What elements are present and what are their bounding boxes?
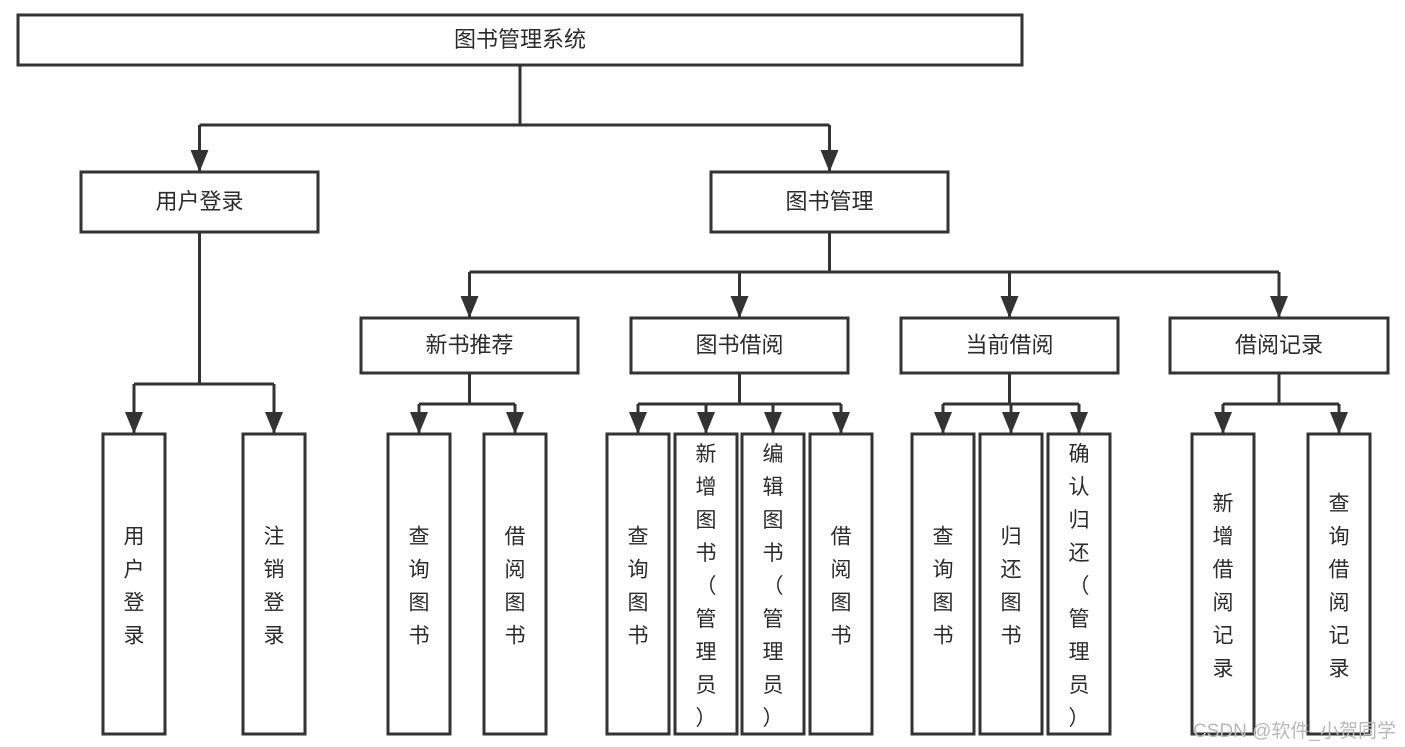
node-label-leaf-add-borrow-record: 新增借阅记录 (1213, 493, 1234, 681)
arrow-icon-leaf-add-book (697, 412, 715, 434)
node-label-new-book-recommend: 新书推荐 (425, 332, 513, 357)
node-box-new-book-recommend[interactable] (359, 316, 580, 375)
node-label-root: 图书管理系统 (454, 27, 586, 52)
node-root[interactable]: 图书管理系统 (16, 13, 1024, 67)
node-current-borrow[interactable]: 当前借阅 (899, 316, 1120, 375)
arrow-icon-new-book-recommend (460, 296, 479, 318)
node-leaf-logout[interactable]: 注销登录 (241, 432, 307, 736)
node-label-leaf-borrow-book: 借阅图书 (831, 526, 852, 648)
node-box-user-login[interactable] (79, 170, 320, 234)
node-box-borrow-record[interactable] (1168, 316, 1390, 375)
arrow-icon-leaf-query-book-new (410, 412, 428, 434)
node-box-book-borrow[interactable] (629, 316, 850, 375)
node-label-book-borrow: 图书借阅 (695, 332, 783, 357)
arrow-icon-leaf-query-book-current (934, 412, 952, 434)
node-leaf-query-book-borrow[interactable]: 查询图书 (605, 432, 671, 736)
node-borrow-record[interactable]: 借阅记录 (1168, 316, 1390, 375)
node-layer: 图书管理系统用户登录图书管理新书推荐图书借阅当前借阅借阅记录用户登录注销登录查询… (16, 13, 1390, 736)
node-leaf-return-book[interactable]: 归还图书 (978, 432, 1044, 736)
node-label-user-login: 用户登录 (155, 189, 243, 214)
arrow-icon-leaf-borrow-book-new (506, 412, 524, 434)
node-leaf-query-book-new[interactable]: 查询图书 (386, 432, 452, 736)
node-box-leaf-borrow-book[interactable] (808, 432, 874, 736)
node-book-borrow[interactable]: 图书借阅 (629, 316, 850, 375)
arrow-icon-book-management (820, 150, 839, 172)
arrow-icon-leaf-query-borrow-record (1330, 412, 1348, 434)
node-box-leaf-query-book-current[interactable] (910, 432, 976, 736)
node-label-book-management: 图书管理 (785, 189, 873, 214)
node-box-leaf-user-login[interactable] (101, 432, 167, 736)
node-label-leaf-borrow-book-new: 借阅图书 (505, 526, 526, 648)
arrow-icon-leaf-edit-book (764, 412, 782, 434)
node-box-leaf-query-book-borrow[interactable] (605, 432, 671, 736)
node-box-leaf-query-book-new[interactable] (386, 432, 452, 736)
arrow-icon-leaf-user-login (125, 412, 143, 434)
node-box-book-management[interactable] (709, 170, 950, 234)
node-label-leaf-return-book: 归还图书 (1001, 526, 1022, 648)
connector-layer (125, 65, 1348, 434)
node-box-leaf-borrow-book-new[interactable] (482, 432, 548, 736)
node-label-borrow-record: 借阅记录 (1235, 332, 1323, 357)
arrow-icon-leaf-logout (265, 412, 283, 434)
node-label-current-borrow: 当前借阅 (965, 332, 1053, 357)
node-box-current-borrow[interactable] (899, 316, 1120, 375)
csdn-watermark: CSDN @软件_小贺同学 (1193, 720, 1396, 742)
node-book-management[interactable]: 图书管理 (709, 170, 950, 234)
node-label-leaf-query-book-borrow: 查询图书 (628, 526, 649, 648)
arrow-icon-leaf-confirm-return (1070, 412, 1088, 434)
node-box-leaf-confirm-return[interactable] (1046, 432, 1112, 736)
arrow-icon-current-borrow (1000, 296, 1019, 318)
node-leaf-confirm-return[interactable]: 确认归还（管理员） (1046, 432, 1112, 736)
node-leaf-query-book-current[interactable]: 查询图书 (910, 432, 976, 736)
arrow-icon-leaf-add-borrow-record (1214, 412, 1232, 434)
arrow-icon-book-borrow (730, 296, 749, 318)
node-leaf-borrow-book[interactable]: 借阅图书 (808, 432, 874, 736)
node-leaf-add-borrow-record[interactable]: 新增借阅记录 (1190, 432, 1256, 736)
arrow-icon-leaf-query-book-borrow (629, 412, 647, 434)
arrow-icon-leaf-return-book (1002, 412, 1020, 434)
node-box-leaf-add-book[interactable] (673, 432, 739, 736)
arrow-icon-leaf-borrow-book (832, 412, 850, 434)
node-leaf-edit-book[interactable]: 编辑图书（管理员） (740, 432, 806, 736)
node-box-leaf-query-borrow-record[interactable] (1306, 432, 1372, 736)
node-leaf-borrow-book-new[interactable]: 借阅图书 (482, 432, 548, 736)
node-label-leaf-edit-book: 编辑图书（管理员） (763, 443, 784, 730)
node-label-leaf-logout: 注销登录 (264, 526, 285, 648)
arrow-icon-borrow-record (1270, 296, 1288, 318)
node-label-leaf-query-book-current: 查询图书 (933, 526, 954, 648)
node-user-login[interactable]: 用户登录 (79, 170, 320, 234)
node-label-leaf-add-book: 新增图书（管理员） (696, 443, 717, 730)
node-leaf-user-login[interactable]: 用户登录 (101, 432, 167, 736)
node-label-leaf-confirm-return: 确认归还（管理员） (1069, 443, 1090, 730)
node-label-leaf-query-borrow-record: 查询借阅记录 (1329, 493, 1350, 681)
node-box-leaf-edit-book[interactable] (740, 432, 806, 736)
node-box-leaf-logout[interactable] (241, 432, 307, 736)
node-label-leaf-user-login: 用户登录 (124, 526, 145, 648)
node-leaf-add-book[interactable]: 新增图书（管理员） (673, 432, 739, 736)
node-box-leaf-return-book[interactable] (978, 432, 1044, 736)
node-box-leaf-add-borrow-record[interactable] (1190, 432, 1256, 736)
node-leaf-query-borrow-record[interactable]: 查询借阅记录 (1306, 432, 1372, 736)
node-label-leaf-query-book-new: 查询图书 (409, 526, 430, 648)
arrow-icon-user-login (190, 150, 209, 172)
node-box-root[interactable] (16, 13, 1024, 67)
node-new-book-recommend[interactable]: 新书推荐 (359, 316, 580, 375)
